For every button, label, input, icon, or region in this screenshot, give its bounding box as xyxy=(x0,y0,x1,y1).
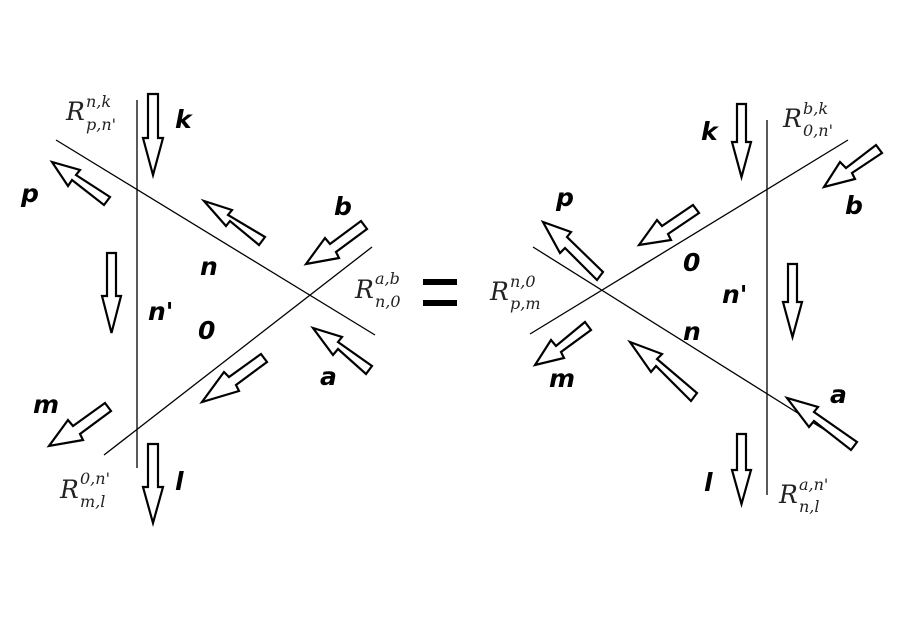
r-label-top-left: R n,k p,n' xyxy=(65,92,116,134)
svg-text:m,l: m,l xyxy=(80,492,105,511)
svg-text:0,n': 0,n' xyxy=(803,121,833,140)
svg-text:R: R xyxy=(782,104,802,133)
right-ascending-line xyxy=(529,139,849,335)
label-m: m xyxy=(33,390,59,419)
svg-text:p,m: p,m xyxy=(510,294,541,313)
arrow-nprime-down-icon-right xyxy=(781,262,804,342)
arrow-a-upleft-icon-right xyxy=(784,396,859,452)
left-ascending-line xyxy=(103,246,373,456)
svg-text:n,0: n,0 xyxy=(510,272,536,291)
svg-text:R: R xyxy=(65,97,85,126)
label-n: n xyxy=(200,252,218,281)
equals-sign xyxy=(423,279,457,306)
arrow-0-downleft-icon-right xyxy=(636,203,701,247)
label-b-right: b xyxy=(845,191,863,220)
svg-text:b,k: b,k xyxy=(803,99,828,118)
arrow-m-downleft-icon xyxy=(46,401,113,448)
svg-text:a,n': a,n' xyxy=(799,475,828,494)
svg-text:0,n': 0,n' xyxy=(80,469,110,488)
arrow-nprime-down-icon xyxy=(100,251,123,334)
label-k: k xyxy=(175,105,193,134)
label-zero-right: 0 xyxy=(683,248,700,277)
arrow-b-downleft-icon-right xyxy=(821,143,884,189)
label-n-prime-right: n' xyxy=(722,280,747,309)
left-descending-line xyxy=(55,139,376,336)
svg-text:R: R xyxy=(59,475,79,504)
r-label-top-right: R b,k 0,n' xyxy=(782,99,833,140)
label-n-right: n xyxy=(683,317,701,346)
arrow-m-downleft-icon-right xyxy=(532,320,593,367)
arrow-k-down-icon xyxy=(141,92,165,180)
arrow-l-down-icon-right xyxy=(730,432,753,509)
r-label-bottom-left: R 0,n' m,l xyxy=(59,469,110,511)
label-m-right: m xyxy=(549,364,575,393)
arrow-k-down-icon-right xyxy=(730,102,753,182)
arrow-b-downleft-icon xyxy=(303,219,369,266)
label-zero: 0 xyxy=(198,316,215,345)
right-diagram: k p b 0 n' n m a l R n,0 p,m R b,k 0,n' … xyxy=(489,99,884,516)
arrow-n-upleft-icon-right xyxy=(627,339,699,403)
label-k-right: k xyxy=(701,117,719,146)
svg-text:a,b: a,b xyxy=(375,269,400,288)
label-a-right: a xyxy=(830,380,847,409)
r-label-left-right: R n,0 p,m xyxy=(489,272,541,313)
label-a: a xyxy=(320,362,337,391)
right-descending-line xyxy=(532,246,829,433)
svg-text:R: R xyxy=(489,277,509,306)
label-n-prime: n' xyxy=(148,297,173,326)
svg-text:n,k: n,k xyxy=(86,92,111,111)
label-p: p xyxy=(20,179,39,208)
arrow-p-upleft-icon-right xyxy=(540,219,605,282)
svg-text:R: R xyxy=(354,275,374,304)
arrow-l-down-icon xyxy=(141,442,165,528)
r-label-bottom-right: R a,n' n,l xyxy=(778,475,828,516)
arrow-a-upleft-icon xyxy=(310,325,374,376)
arrow-p-upleft-icon xyxy=(49,160,112,207)
svg-text:R: R xyxy=(778,480,798,509)
svg-text:n,0: n,0 xyxy=(375,292,401,311)
label-b: b xyxy=(334,192,352,221)
svg-text:p,n': p,n' xyxy=(86,115,116,134)
arrow-n-upleft-icon xyxy=(200,198,267,247)
label-l-right: l xyxy=(704,468,713,497)
arrow-0-downleft-icon xyxy=(199,352,269,404)
svg-text:n,l: n,l xyxy=(799,497,820,516)
label-l: l xyxy=(175,467,184,496)
left-diagram: k p b n n' 0 m a l R n,k p,n' R 0,n' m,l… xyxy=(20,92,401,528)
r-label-right-left: R a,b n,0 xyxy=(354,269,401,311)
label-p-right: p xyxy=(555,183,574,212)
